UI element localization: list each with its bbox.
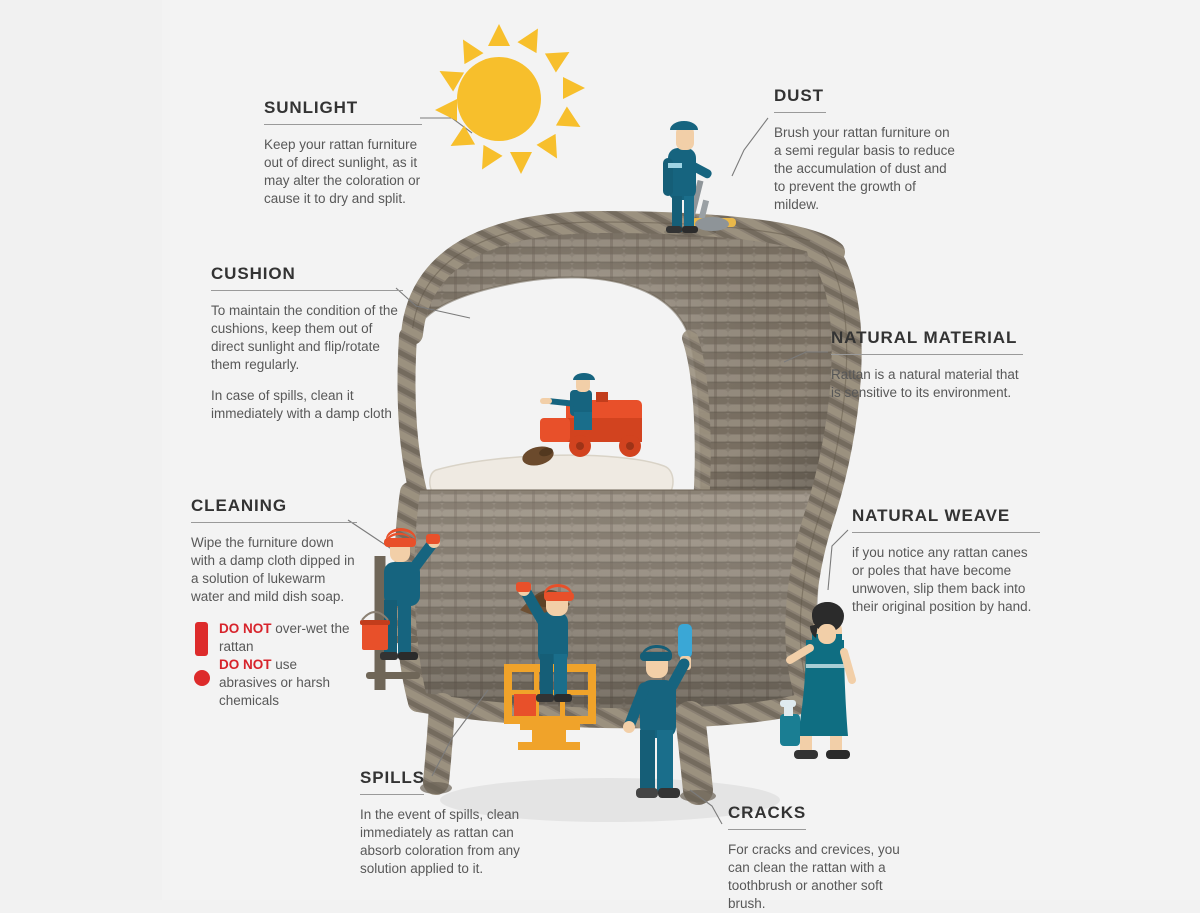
sun-ray	[472, 144, 503, 175]
sun-disc	[457, 57, 541, 141]
callout-body-dust: Brush your rattan furniture on a semi re…	[774, 125, 955, 212]
callout-title-spills: SPILLS	[360, 768, 425, 787]
callout-dust: DUST Brush your rattan furniture on a se…	[774, 86, 960, 214]
callout-sunlight: SUNLIGHT Keep your rattan furniture out …	[264, 98, 422, 208]
callout-cleaning: CLEANING Wipe the furniture down with a …	[191, 496, 357, 710]
sun-ray	[536, 133, 567, 164]
callout-body-cushion-2: In case of spills, clean it immediately …	[211, 388, 392, 421]
exclamation-dot	[194, 670, 210, 686]
callout-title-dust: DUST	[774, 86, 824, 105]
callout-rule	[360, 794, 424, 795]
callout-natural-weave: NATURAL WEAVE if you notice any rattan c…	[852, 506, 1040, 616]
callout-rule	[831, 354, 1023, 355]
callout-rule	[852, 532, 1040, 533]
warning-text-2: use abrasives or harsh chemicals	[219, 657, 331, 708]
callout-title-cleaning: CLEANING	[191, 496, 287, 515]
sun-icon	[424, 23, 586, 175]
background-left-strip	[0, 0, 162, 900]
sun-ray	[563, 77, 585, 99]
callout-rule	[191, 522, 357, 523]
sun-ray	[510, 152, 532, 174]
callout-body-cleaning: Wipe the furniture down with a damp clot…	[191, 535, 355, 604]
warning-text-1: over-wet the rattan	[219, 621, 350, 654]
callout-title-sunlight: SUNLIGHT	[264, 98, 359, 117]
warning-block: DO NOT over-wet the rattan DO NOT use ab…	[191, 620, 357, 710]
callout-rule	[211, 290, 403, 291]
callout-body-sunlight: Keep your rattan furniture out of direct…	[264, 137, 421, 206]
callout-rule	[774, 112, 826, 113]
callout-spills: SPILLS In the event of spills, clean imm…	[360, 768, 538, 878]
do-not-label: DO NOT	[219, 657, 272, 672]
sun-ray	[517, 23, 548, 54]
sun-ray	[435, 99, 457, 121]
callout-rule	[264, 124, 422, 125]
callout-natural-material: NATURAL MATERIAL Rattan is a natural mat…	[831, 328, 1023, 402]
do-not-label: DO NOT	[219, 621, 272, 636]
callout-body-natural-weave: if you notice any rattan canes or poles …	[852, 545, 1032, 614]
callout-title-cracks: CRACKS	[728, 803, 807, 822]
sun-ray	[488, 24, 510, 46]
warning-line-1: DO NOT over-wet the rattan	[219, 620, 357, 656]
callout-cracks: CRACKS For cracks and crevices, you can …	[728, 803, 904, 913]
callout-title-cushion: CUSHION	[211, 264, 296, 283]
callout-title-natural-material: NATURAL MATERIAL	[831, 328, 1018, 347]
callout-rule	[728, 829, 806, 830]
callout-body-cracks: For cracks and crevices, you can clean t…	[728, 842, 900, 911]
callout-body-cushion-1: To maintain the condition of the cushion…	[211, 303, 398, 372]
callout-title-natural-weave: NATURAL WEAVE	[852, 506, 1011, 525]
callout-cushion: CUSHION To maintain the condition of the…	[211, 264, 403, 423]
sun-ray	[453, 34, 484, 65]
sun-ray	[544, 42, 575, 73]
warning-line-2: DO NOT use abrasives or harsh chemicals	[219, 656, 357, 710]
callout-body-natural-material: Rattan is a natural material that is sen…	[831, 367, 1019, 400]
exclamation-bar	[195, 622, 208, 656]
exclamation-icon	[194, 622, 210, 686]
callout-body-spills: In the event of spills, clean immediatel…	[360, 807, 520, 876]
